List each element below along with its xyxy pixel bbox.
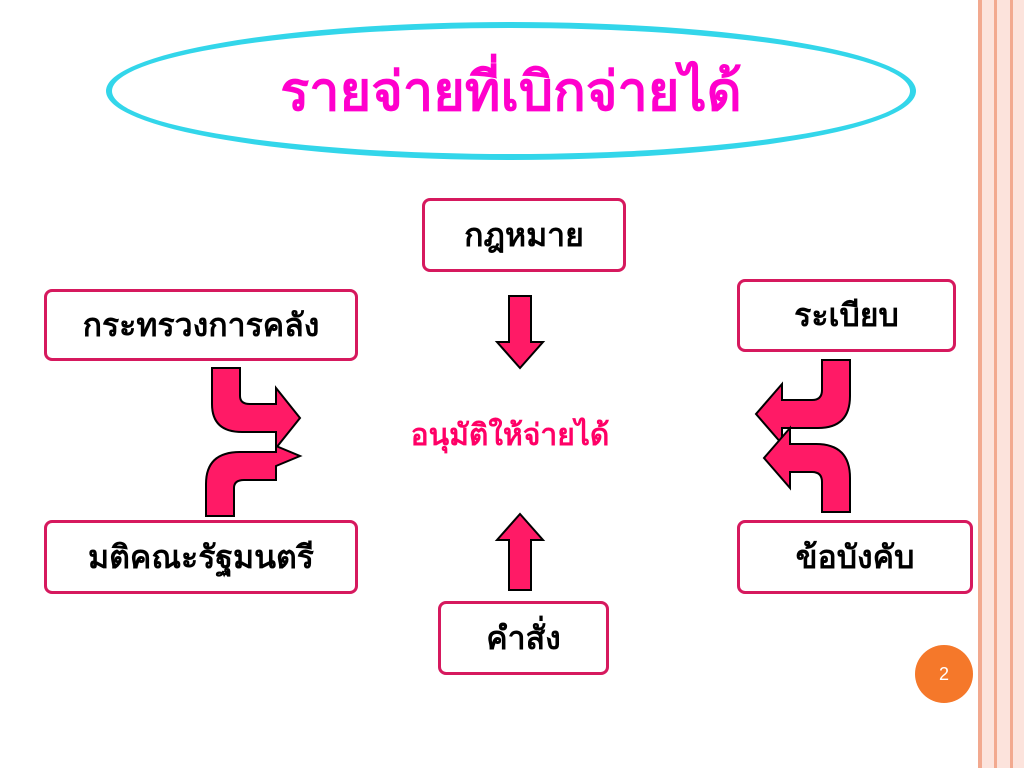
side-decoration xyxy=(982,0,994,768)
box-cabinet-resolution: มติคณะรัฐมนตรี xyxy=(44,520,358,594)
side-stripe xyxy=(994,0,997,768)
slide-title: รายจ่ายที่เบิกจ่ายได้ xyxy=(280,59,742,123)
arrow-curve-left-top xyxy=(211,367,302,451)
box-ministry-of-finance: กระทรวงการคลัง xyxy=(44,289,358,361)
page-number-badge: 2 xyxy=(915,645,973,703)
title-oval xyxy=(106,22,916,160)
side-stripe xyxy=(1010,0,1013,768)
arrow-down xyxy=(494,295,546,370)
box-regulation: ระเบียบ xyxy=(737,279,956,352)
arrow-up xyxy=(494,512,546,591)
box-rules: ข้อบังคับ xyxy=(737,520,973,594)
center-approval-text: อนุมัติให้จ่ายได้ xyxy=(410,417,610,453)
arrow-curve-right-top xyxy=(754,359,851,447)
box-law: กฎหมาย xyxy=(422,198,626,272)
side-decoration xyxy=(997,0,1010,768)
side-stripe xyxy=(978,0,982,768)
side-decoration xyxy=(1013,0,1024,768)
arrow-curve-right-bottom xyxy=(762,425,851,513)
arrow-curve-left-bottom xyxy=(205,444,303,517)
arrows-layer xyxy=(205,295,851,591)
box-order: คำสั่ง xyxy=(438,601,609,675)
